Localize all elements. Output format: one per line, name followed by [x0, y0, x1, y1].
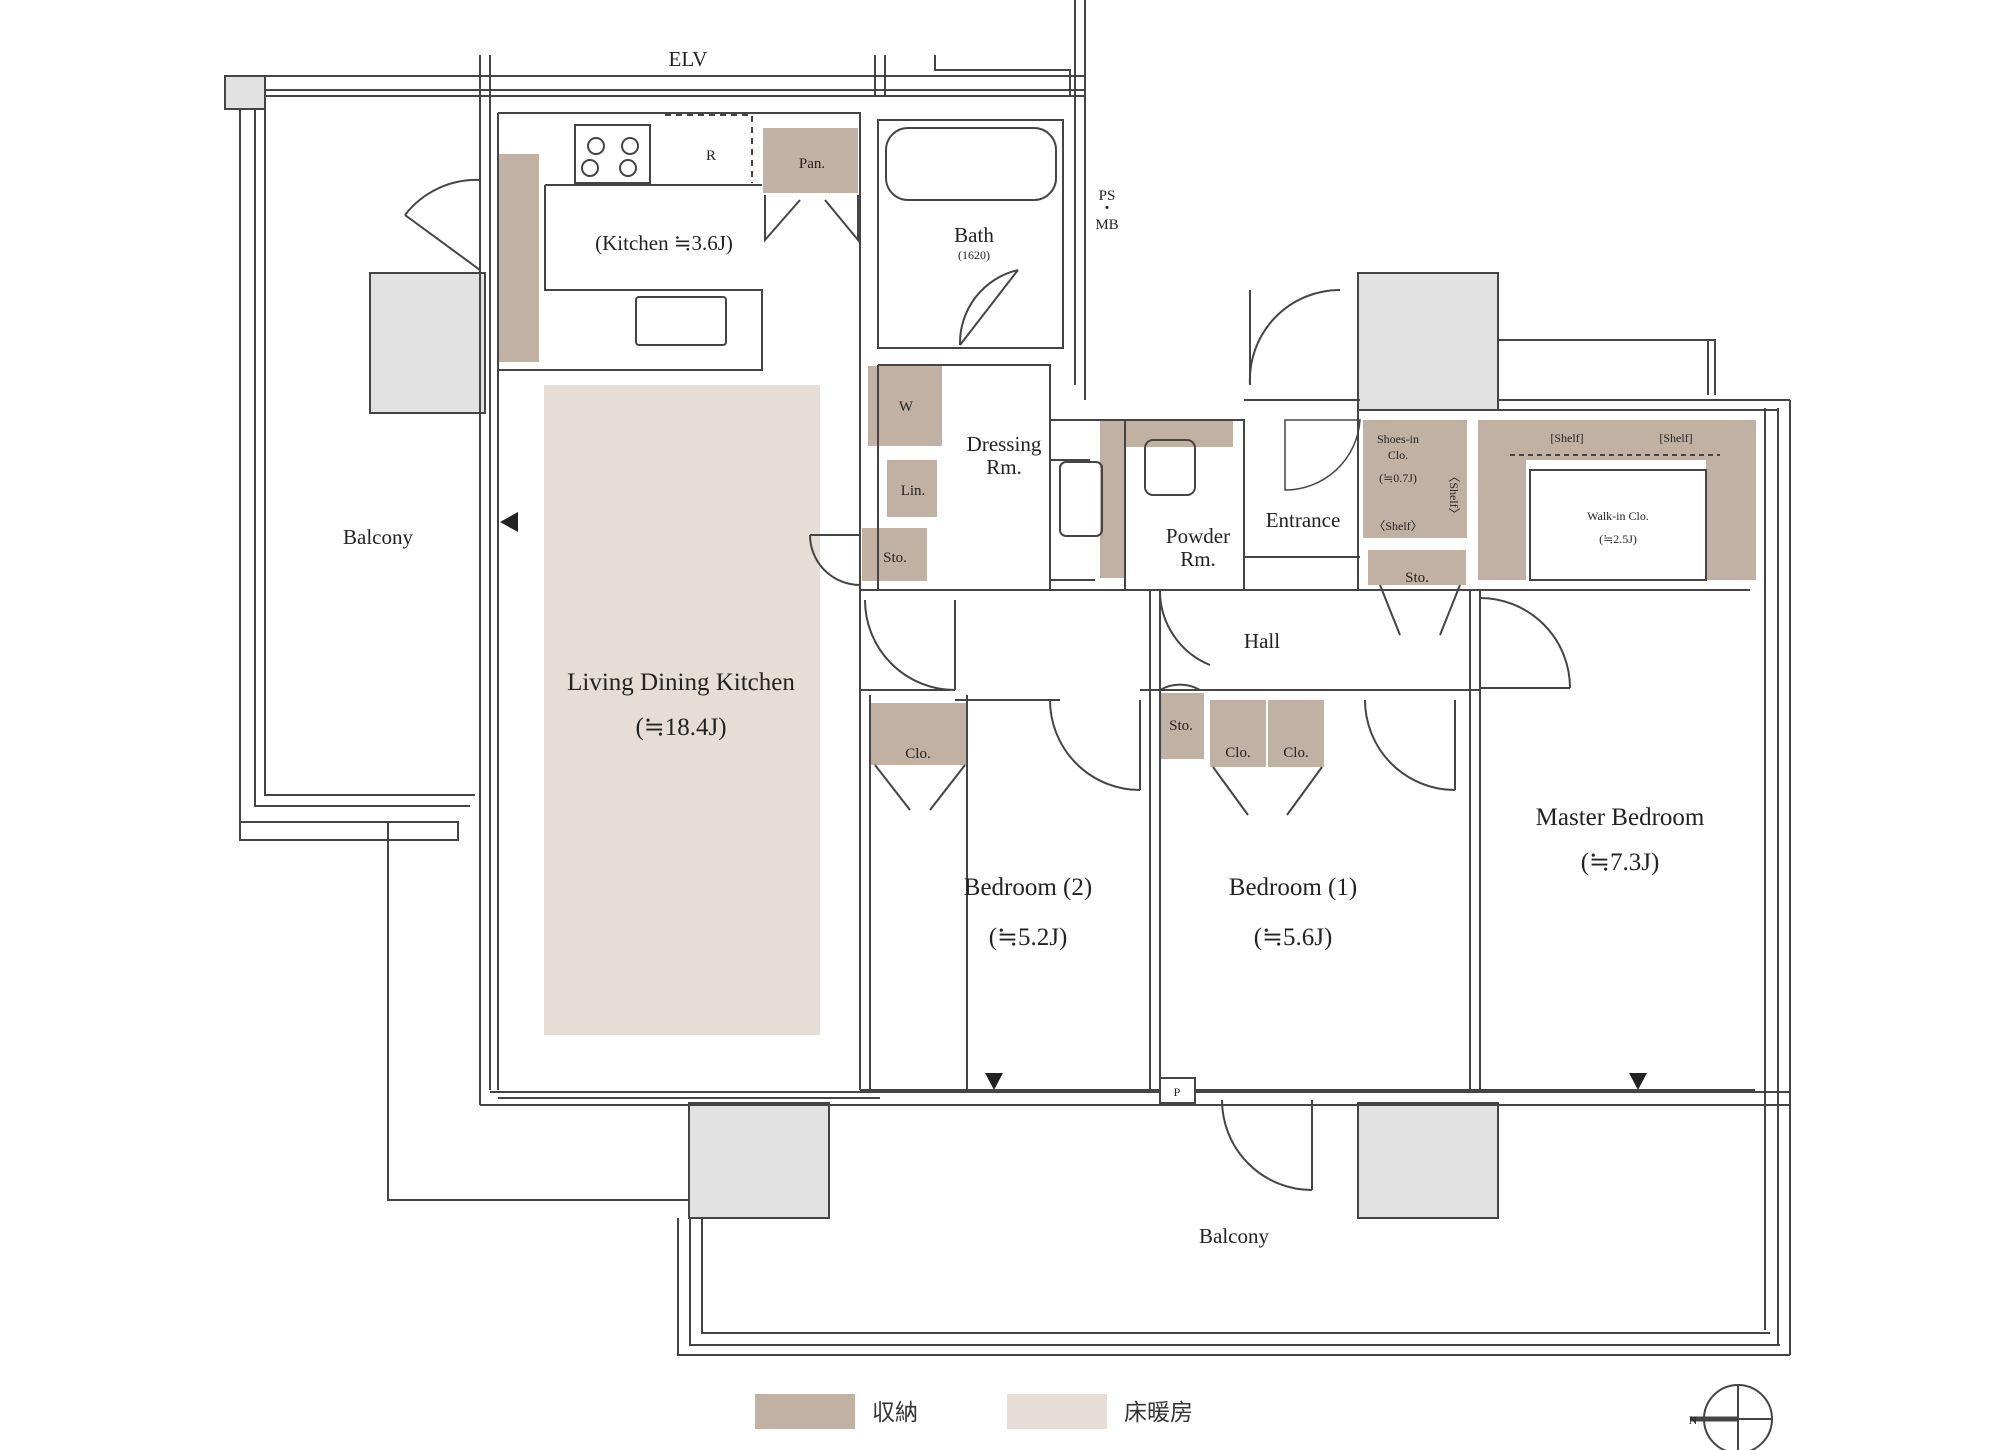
stove-icon	[581, 137, 639, 177]
wic-shelf-label-1: [Shelf]	[1550, 431, 1583, 445]
ldk-label-1: Living Dining Kitchen	[567, 669, 795, 696]
bedroom1-label-2: (≒5.6J)	[1254, 924, 1333, 951]
p-box	[1159, 1077, 1196, 1104]
pantry-label: Pan.	[799, 156, 825, 172]
balcony-left-label: Balcony	[343, 525, 413, 549]
clo-b2-label: Clo.	[905, 746, 930, 762]
bath-label: Bath	[954, 223, 994, 247]
shoes-label-3: (≒0.7J)	[1379, 471, 1417, 485]
window-marker-left-icon	[500, 512, 518, 532]
dressing-label-1: Dressing	[967, 432, 1042, 456]
dressing-label-2: Rm.	[986, 455, 1022, 479]
powder-counter-top	[1125, 420, 1233, 447]
column-bottom-left	[688, 1102, 830, 1219]
ps-label: PS	[1099, 188, 1116, 204]
bedroom2-label-1: Bedroom (2)	[964, 874, 1092, 901]
powder-label-1: Powder	[1166, 524, 1230, 548]
legend-floor-heating-label: 床暖房	[1124, 1400, 1193, 1426]
wic-label-1: Walk-in Clo.	[1587, 509, 1649, 523]
entrance-label: Entrance	[1266, 508, 1341, 532]
master-bedroom-label-2: (≒7.3J)	[1581, 849, 1660, 876]
column-left	[369, 272, 486, 414]
linen-storage	[887, 460, 937, 517]
walk-in-closet-side-right	[1706, 420, 1756, 580]
sto-dressing-label: Sto.	[883, 550, 907, 566]
bath-size-label: (1620)	[958, 248, 990, 262]
doors	[404, 178, 1571, 1191]
shoes-label-1: Shoes-in	[1377, 432, 1419, 446]
wic-label-2: (≒2.5J)	[1599, 532, 1637, 546]
walls	[239, 0, 1791, 1450]
linen-label: Lin.	[901, 483, 926, 499]
wic-shelf-label-2: [Shelf]	[1659, 431, 1692, 445]
sto-b1-label: Sto.	[1169, 718, 1193, 734]
powder-counter-side	[1100, 420, 1124, 578]
floor-heating-area	[544, 385, 820, 1035]
bedroom1-sto-storage	[1159, 693, 1204, 759]
column-entrance	[1357, 272, 1499, 411]
ps-dot-label: ・	[1099, 201, 1114, 217]
legend-floor-heating-swatch	[1007, 1394, 1107, 1429]
legend-storage-label: 収納	[872, 1400, 918, 1426]
elv-label: ELV	[669, 47, 708, 71]
window-marker-bed2-icon	[985, 1073, 1003, 1090]
kitchen-label: (Kitchen ≒3.6J)	[595, 231, 733, 255]
bedroom1-closet-storage-b	[1268, 700, 1324, 767]
clo-b1-b-label: Clo.	[1283, 745, 1308, 761]
corner-block-top-left	[224, 75, 266, 110]
powder-label-2: Rm.	[1180, 547, 1216, 571]
p-box-label: P	[1174, 1085, 1181, 1099]
sto-entrance-label: Sto.	[1405, 570, 1429, 586]
shoes-label-2: Clo.	[1388, 448, 1408, 462]
master-bedroom-label-1: Master Bedroom	[1536, 804, 1705, 831]
dressing-storage	[862, 528, 927, 581]
washer-space	[868, 366, 942, 446]
washer-label: W	[899, 399, 914, 415]
clo-b1-a-label: Clo.	[1225, 745, 1250, 761]
pantry-storage	[763, 128, 858, 193]
fridge-label: R	[706, 148, 716, 164]
bedroom2-closet-storage	[870, 703, 967, 765]
hall-label: Hall	[1244, 629, 1280, 653]
bedroom2-label-2: (≒5.2J)	[989, 924, 1068, 951]
bedroom1-label-1: Bedroom (1)	[1229, 874, 1357, 901]
bedroom1-closet-storage-a	[1210, 700, 1266, 767]
entrance-storage	[1368, 550, 1466, 585]
walk-in-closet-side-left	[1478, 420, 1526, 580]
balcony-bottom-label: Balcony	[1199, 1224, 1269, 1248]
shoes-in-closet-storage	[1363, 420, 1433, 538]
mb-label: MB	[1095, 217, 1118, 233]
legend-storage-swatch	[755, 1394, 855, 1429]
window-marker-master-icon	[1629, 1073, 1647, 1090]
shoes-shelf-storage	[1432, 420, 1467, 538]
ldk-label-2: (≒18.4J)	[635, 714, 726, 741]
column-bottom-right	[1357, 1102, 1499, 1219]
compass-n-label: N	[1689, 1413, 1698, 1427]
shoes-shelf-h-label: 〈Shelf〉	[1373, 519, 1422, 533]
kitchen-back-storage	[499, 154, 539, 362]
shoes-shelf-v-label: 〈Shelf〉	[1447, 470, 1461, 519]
